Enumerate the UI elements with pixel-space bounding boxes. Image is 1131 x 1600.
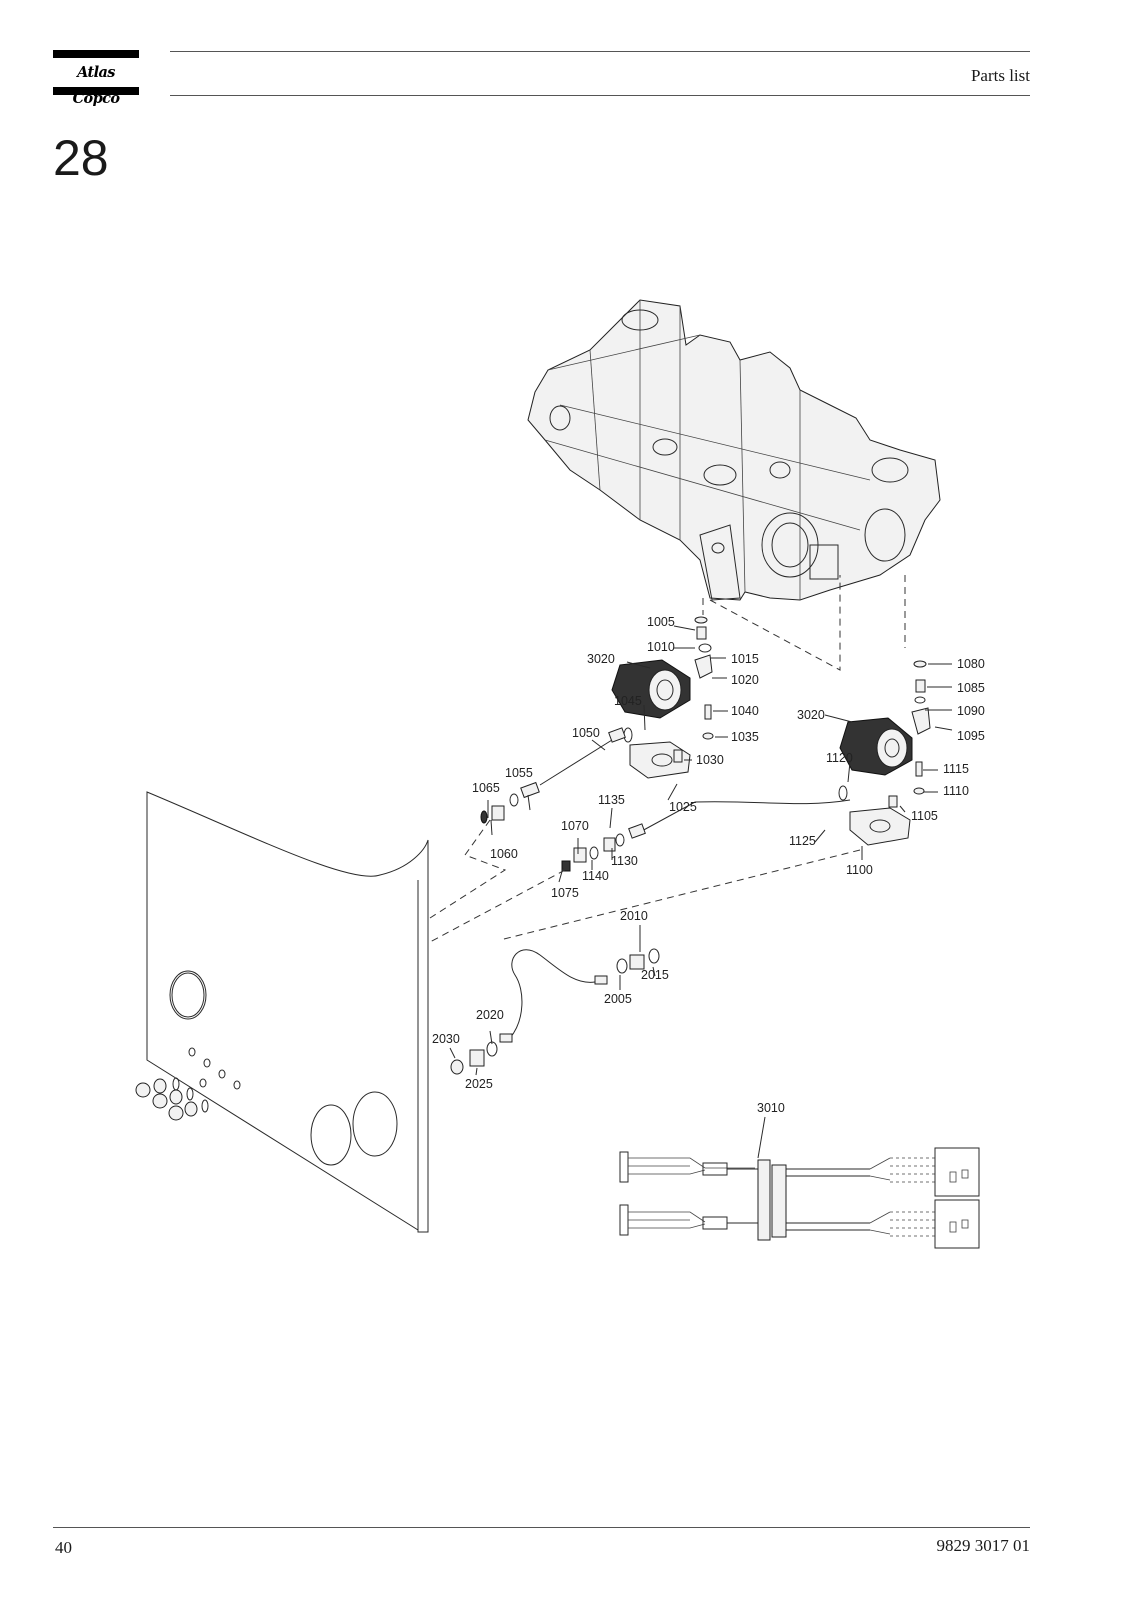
callout-1065: 1065 [472, 781, 500, 795]
callout-1020: 1020 [731, 673, 759, 687]
part-1035 [702, 732, 714, 740]
callout-1130: 1130 [611, 854, 638, 868]
header-rule-bottom [170, 95, 1030, 96]
wiring-harness-3010 [619, 1147, 980, 1249]
callout-3020-left: 3020 [587, 652, 615, 666]
leader-lines [449, 625, 953, 1159]
part-1115 [915, 761, 923, 777]
callout-1095: 1095 [957, 729, 985, 743]
callout-1050: 1050 [572, 726, 600, 740]
callout-1025: 1025 [669, 800, 697, 814]
footer-rule [53, 1527, 1030, 1528]
callout-1035: 1035 [731, 730, 759, 744]
callout-1090: 1090 [957, 704, 985, 718]
part-2015 [648, 948, 660, 964]
callout-1110: 1110 [943, 784, 969, 798]
callout-1135: 1135 [598, 793, 625, 807]
cable-1050 [539, 739, 613, 786]
callout-1085: 1085 [957, 681, 985, 695]
part-1090 [914, 696, 926, 704]
part-1065 [480, 810, 488, 824]
callout-1055: 1055 [505, 766, 533, 780]
atlas-copco-logo: Atlas Copco [53, 50, 139, 107]
callout-2010: 2010 [620, 909, 648, 923]
callout-1040: 1040 [731, 704, 759, 718]
part-2010 [629, 954, 645, 970]
part-2020-plug [499, 1033, 513, 1043]
header-rule-top [170, 51, 1030, 52]
callout-3020-right: 3020 [797, 708, 825, 722]
callout-1100: 1100 [846, 863, 873, 877]
callout-2020: 2020 [476, 1008, 504, 1022]
part-1070 [573, 847, 587, 863]
panel-fittings [135, 1077, 209, 1121]
callout-1030: 1030 [696, 753, 724, 767]
drain-valve-left [611, 659, 691, 779]
callout-1045: 1045 [614, 694, 642, 708]
part-1045 [623, 727, 633, 743]
callout-1005: 1005 [647, 615, 675, 629]
callout-1105: 1105 [911, 809, 938, 823]
part-1055-ring [509, 793, 519, 807]
part-1135b [603, 837, 616, 852]
housing-panel [146, 791, 429, 1233]
part-1040 [704, 704, 712, 720]
part-1050-plug [608, 727, 626, 743]
part-1075 [561, 860, 571, 872]
callout-2025: 2025 [465, 1077, 493, 1091]
callout-1125: 1125 [789, 834, 816, 848]
part-1110 [913, 787, 925, 795]
callout-2015: 2015 [641, 968, 669, 982]
part-1030 [673, 749, 683, 763]
part-1060 [491, 805, 505, 821]
section-number: 28 [53, 130, 109, 186]
compressor-housing [527, 299, 941, 601]
callout-1010: 1010 [647, 640, 675, 654]
callout-1080: 1080 [957, 657, 985, 671]
part-2030 [450, 1059, 464, 1075]
callout-1120: 1120 [826, 751, 853, 765]
callout-1075: 1075 [551, 886, 579, 900]
callout-1140: 1140 [582, 869, 609, 883]
part-2005-plug [594, 975, 608, 985]
callout-1070: 1070 [561, 819, 589, 833]
callout-2005: 2005 [604, 992, 632, 1006]
part-1080 [913, 660, 927, 668]
part-1140 [589, 846, 599, 860]
callout-2030: 2030 [432, 1032, 460, 1046]
logo-bar-bottom [53, 87, 139, 95]
header-title: Parts list [970, 66, 1030, 85]
part-1095 [911, 707, 931, 735]
part-1120 [838, 785, 848, 801]
part-1055 [520, 781, 540, 799]
document-number: 9829 3017 01 [936, 1536, 1031, 1555]
logo-bar-top [53, 50, 139, 58]
part-2020 [486, 1041, 498, 1057]
part-1135 [628, 823, 646, 839]
callout-1115: 1115 [943, 762, 969, 776]
cable-1025 [639, 799, 851, 833]
part-2025 [469, 1049, 485, 1067]
page-number: 40 [55, 1538, 72, 1557]
drain-valve-right [839, 717, 913, 846]
callout-3010: 3010 [757, 1101, 785, 1115]
part-1020 [694, 654, 713, 679]
part-1015 [698, 643, 712, 653]
callout-1060: 1060 [490, 847, 518, 861]
part-1010 [696, 626, 707, 640]
part-2005 [616, 958, 628, 974]
cable-2000 [509, 949, 596, 1039]
part-1005 [694, 616, 708, 624]
part-1130 [615, 833, 625, 847]
part-1105 [888, 795, 898, 808]
part-1085 [915, 679, 926, 693]
callout-1015: 1015 [731, 652, 759, 666]
